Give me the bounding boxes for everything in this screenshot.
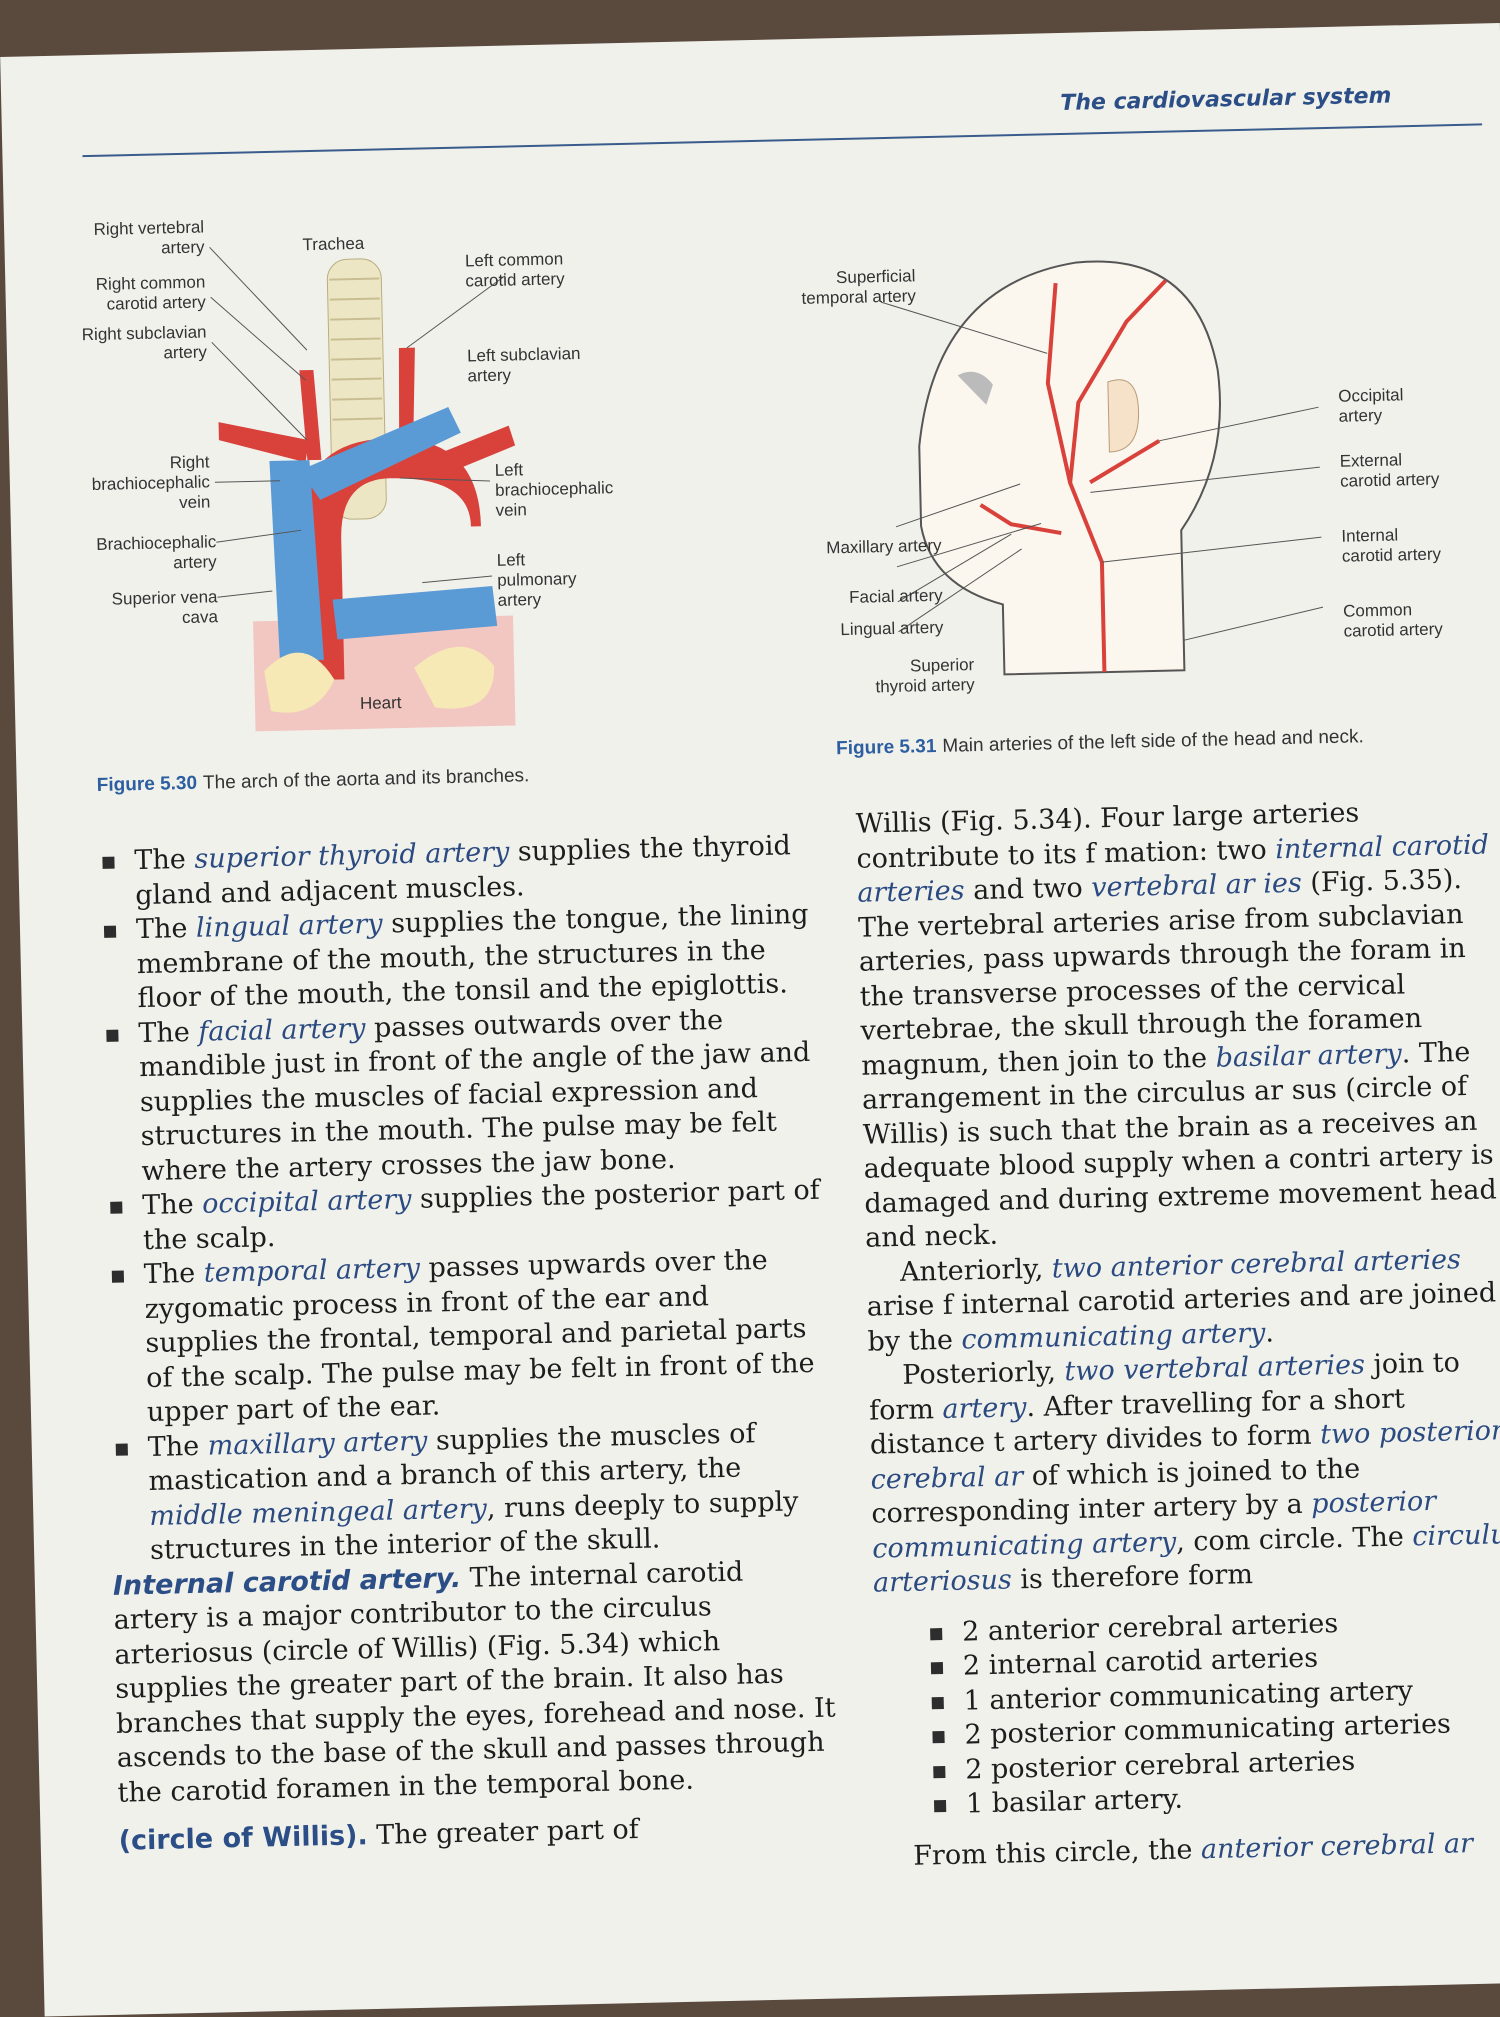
facial-branch-path <box>979 503 1062 536</box>
header-rule <box>82 123 1483 158</box>
label-heart: Heart <box>359 693 402 714</box>
figure-5-30: Right vertebral artery Trachea Left comm… <box>64 190 777 766</box>
caption-text: The arch of the aorta and its branches. <box>202 765 530 794</box>
caption-number: Figure 5.31 <box>835 735 937 760</box>
head-outline <box>918 260 1221 676</box>
label-left-common-carotid: Left common carotid artery <box>464 249 565 291</box>
left-subclavian-shape <box>429 425 516 478</box>
label-left-pulmonary: Left pulmonary artery <box>496 550 577 610</box>
list-item: The lingual artery supplies the tongue, … <box>98 898 820 1018</box>
right-column: Willis (Fig. 5.34). Four large arteries … <box>855 793 1500 1874</box>
list-item: The maxillary artery supplies the muscle… <box>109 1415 832 1569</box>
paragraph: Posteriorly, two vertebral arteries join… <box>868 1347 1500 1599</box>
list-item: The temporal artery passes upwards over … <box>105 1243 829 1432</box>
brachiocephalic-vein-shape <box>299 406 461 500</box>
label-occipital: Occipital artery <box>1338 385 1404 426</box>
textbook-page: The cardiovascular system <box>0 22 1500 2017</box>
subheading: (circle of Willis). <box>118 1820 369 1857</box>
head-neck-illustration <box>880 260 1324 676</box>
label-superior-thyroid: Superior thyroid artery <box>875 655 975 697</box>
label-facial: Facial artery <box>848 585 943 607</box>
lung-right-shape <box>414 646 495 709</box>
label-right-common-carotid: Right common carotid artery <box>95 272 207 314</box>
circle-of-willis-list: 2 anterior cerebral arteries 2 internal … <box>924 1602 1500 1823</box>
label-brachiocephalic-artery: Brachiocephalic artery <box>96 532 217 573</box>
subheading: Internal carotid artery. <box>112 1562 462 1602</box>
occipital-branch-path <box>1089 439 1161 485</box>
svc-shape <box>269 460 324 661</box>
label-svc: Superior vena cava <box>111 587 219 628</box>
label-trachea: Trachea <box>302 233 365 255</box>
label-left-subclavian: Left subclavian artery <box>466 343 581 386</box>
caption-text: Main arteries of the left side of the he… <box>942 726 1364 757</box>
internal-carotid-paragraph: Internal carotid artery. The internal ca… <box>112 1556 836 1809</box>
label-right-brachiocephalic-vein: Right brachiocephalic vein <box>91 452 211 513</box>
temporal-branch-path <box>1068 279 1168 484</box>
right-common-carotid-shape <box>299 369 322 461</box>
label-maxillary: Maxillary artery <box>826 535 942 558</box>
aortic-arch <box>301 438 481 681</box>
running-head: The cardiovascular system <box>1060 83 1392 116</box>
figure-5-31: Superficial temporal artery Occipital ar… <box>794 194 1486 729</box>
skull-eye <box>957 371 993 405</box>
list-item: The facial artery passes outwards over t… <box>100 1001 824 1190</box>
left-column: The superior thyroid artery supplies the… <box>96 829 839 1860</box>
right-subclavian-shape <box>218 422 309 463</box>
label-right-vertebral: Right vertebral artery <box>93 217 205 258</box>
paragraph: From this circle, the anterior cerebral … <box>912 1827 1474 1872</box>
label-common-carotid: Common carotid artery <box>1342 600 1443 641</box>
artery-bullet-list: The superior thyroid artery supplies the… <box>96 829 832 1570</box>
lung-left-shape <box>264 652 335 713</box>
label-internal-carotid: Internal carotid artery <box>1341 525 1442 566</box>
label-external-carotid: External carotid artery <box>1339 450 1440 491</box>
label-right-subclavian: Right subclavian artery <box>81 322 208 363</box>
paragraph: Willis (Fig. 5.34). Four large arteries … <box>855 797 1498 1254</box>
paragraph: Anteriorly, two anterior cerebral arteri… <box>866 1243 1497 1358</box>
bottom-line: (circle of Willis). The greater part of <box>118 1813 640 1857</box>
pulmonary-trunk-shape <box>332 585 498 640</box>
caption-number: Figure 5.30 <box>96 772 198 797</box>
ear-shape <box>1107 379 1140 453</box>
label-left-brachiocephalic-vein: Left brachiocephalic vein <box>494 460 614 520</box>
aorta-illustration <box>209 246 516 732</box>
label-superficial-temporal: Superficial temporal artery <box>801 266 917 308</box>
label-lingual: Lingual artery <box>840 617 944 640</box>
